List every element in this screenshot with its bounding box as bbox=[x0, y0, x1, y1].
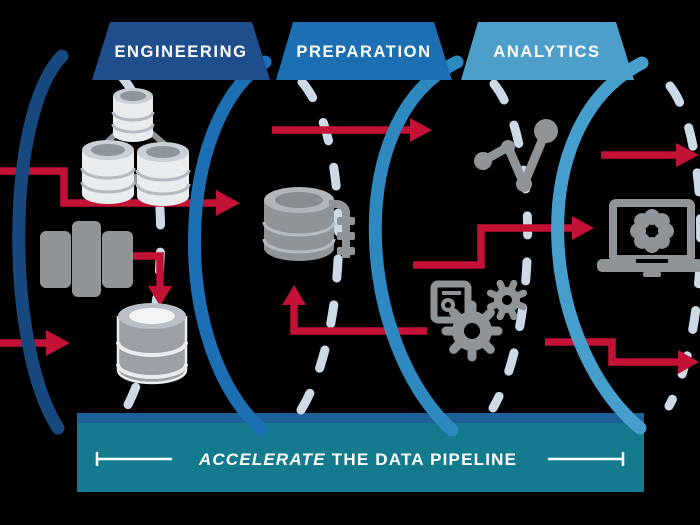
stage-label-preparation: PREPARATION bbox=[296, 43, 431, 61]
banner bbox=[77, 413, 644, 492]
banner-body bbox=[77, 423, 644, 492]
arrow-preparation-to-analytics bbox=[413, 216, 594, 269]
tube-arc-analytics bbox=[368, 55, 464, 437]
pipe bbox=[329, 200, 350, 258]
arrow-gears-feedback-up bbox=[282, 285, 427, 335]
arrow-engineering-to-preparation bbox=[272, 118, 432, 142]
stage-header-analytics: ANALYTICS bbox=[461, 22, 634, 80]
stage-label-analytics: ANALYTICS bbox=[493, 43, 600, 61]
banner-title-emphasis: ACCELERATE bbox=[198, 450, 326, 469]
arrow-outflow-bottom bbox=[545, 338, 699, 374]
tube-front-rims bbox=[12, 49, 649, 437]
arrow-to-visualization bbox=[601, 143, 699, 167]
arrow-silos-to-database bbox=[128, 252, 172, 306]
banner-content: ACCELERATE THE DATA PIPELINE bbox=[95, 450, 625, 469]
database-cluster-icon bbox=[80, 88, 191, 206]
stage-header-engineering: ENGINEERING bbox=[92, 22, 270, 80]
laptop-analytics-icon bbox=[597, 199, 700, 277]
database-icon bbox=[116, 303, 188, 385]
banner-top-edge bbox=[77, 413, 644, 424]
banner-title-rest: THE DATA PIPELINE bbox=[332, 450, 517, 469]
tube-arc-engineering bbox=[12, 49, 69, 435]
network-graph-icon bbox=[474, 119, 558, 192]
tube-arc-output bbox=[551, 56, 649, 435]
dashed-arc-3 bbox=[488, 79, 533, 413]
stage-headers: ENGINEERING PREPARATION ANALYTICS bbox=[92, 22, 634, 80]
arrow-inflow-top bbox=[0, 167, 240, 216]
database-pipe-icon bbox=[262, 187, 355, 261]
flow-arrows bbox=[0, 118, 699, 374]
data-silos-icon bbox=[40, 221, 133, 297]
gears-automation-icon bbox=[430, 279, 528, 362]
stage-header-preparation: PREPARATION bbox=[276, 22, 452, 80]
data-bloom bbox=[630, 209, 674, 253]
stage-label-engineering: ENGINEERING bbox=[114, 43, 247, 61]
banner-title: ACCELERATE THE DATA PIPELINE bbox=[198, 450, 517, 469]
tube-arc-preparation bbox=[188, 55, 272, 437]
